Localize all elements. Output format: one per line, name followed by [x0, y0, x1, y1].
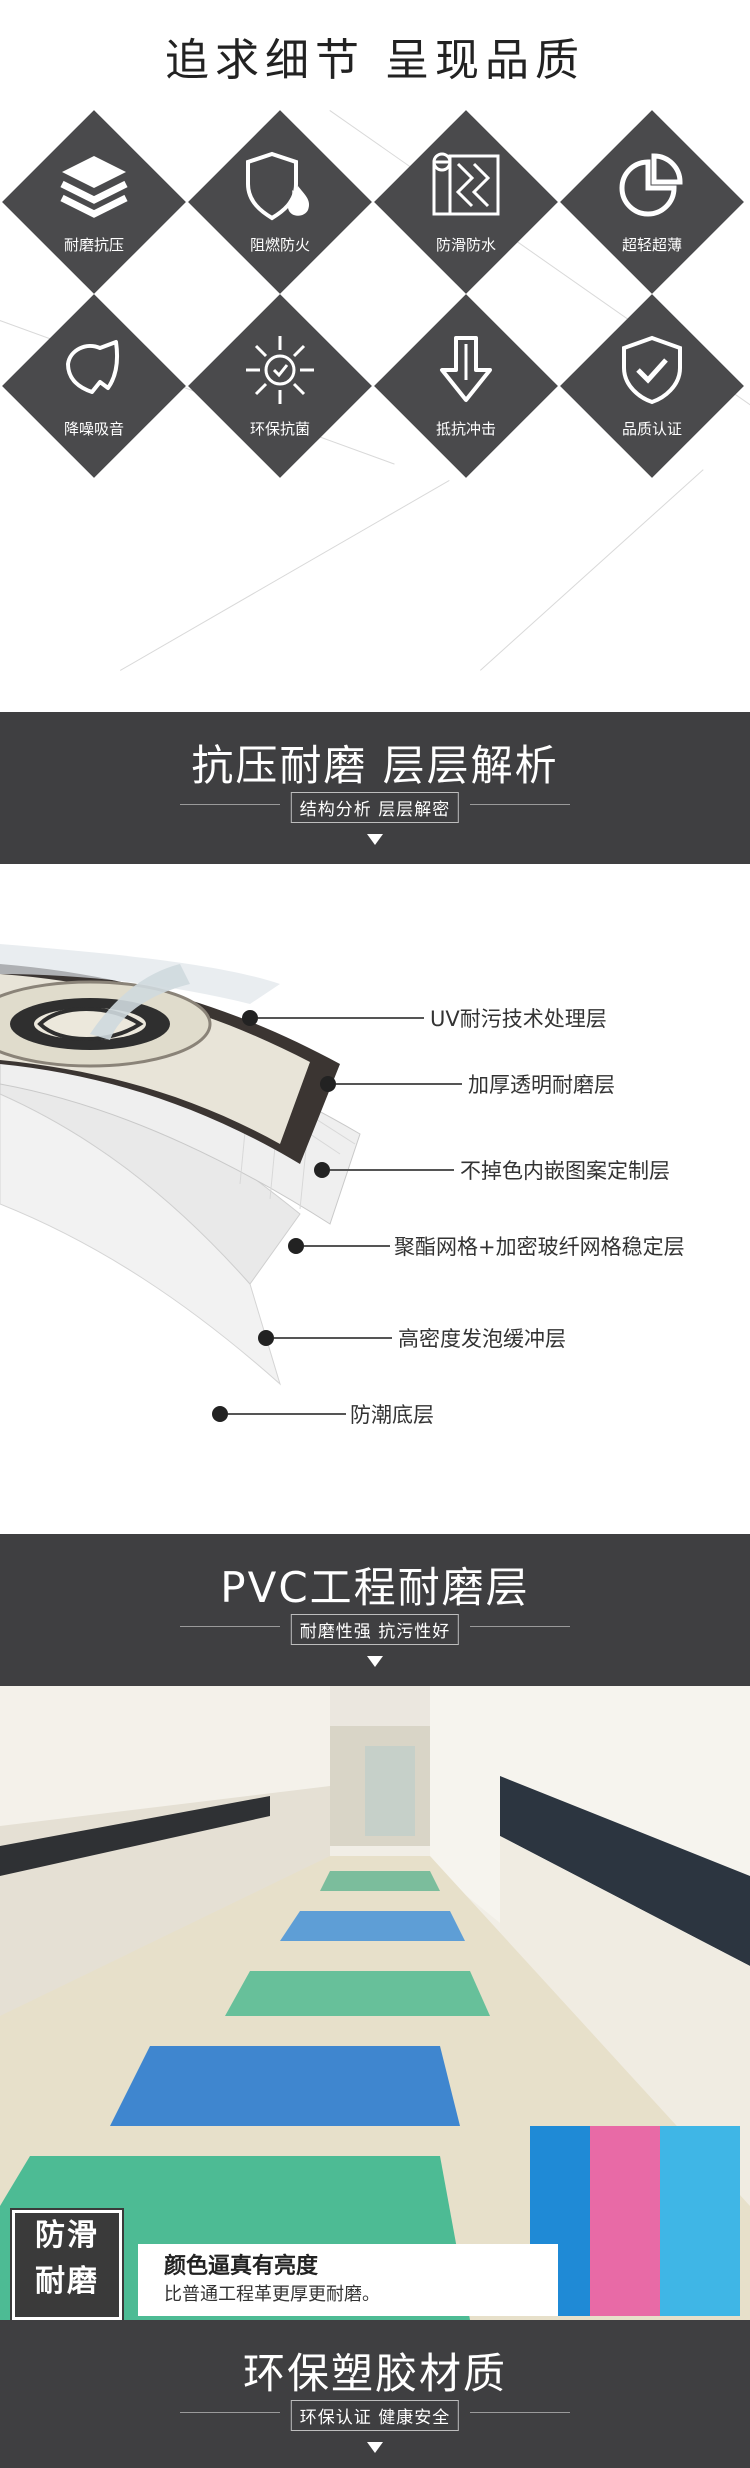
feature-ultra-thin: 超轻超薄 — [560, 110, 744, 294]
feature-badge: 防滑 耐磨 — [12, 2210, 122, 2320]
feature-grid: 耐磨抗压 阻燃防火 防滑防水 — [0, 110, 750, 710]
layer-marker — [314, 1162, 330, 1178]
section-banner-eco: 环保塑胶材质 环保认证 健康安全 — [0, 2320, 750, 2468]
section-title: 抗压耐磨 层层解析 — [191, 741, 559, 790]
layer-label: UV耐污技术处理层 — [430, 1007, 607, 1031]
feature-antibacterial: 环保抗菌 — [188, 294, 372, 478]
section-subtitle: 环保认证 健康安全 — [290, 2400, 460, 2431]
divider — [470, 2412, 570, 2413]
decor-line — [120, 480, 450, 671]
layer-label: 加厚透明耐磨层 — [468, 1073, 615, 1097]
down-arrow-icon — [367, 2442, 383, 2453]
layer-marker — [212, 1406, 228, 1422]
sound-icon — [66, 340, 119, 394]
photo-caption: 颜色逼真有亮度 比普通工程革更厚更耐磨。 — [138, 2244, 558, 2316]
section-subtitle: 耐磨性强 抗污性好 — [290, 1614, 460, 1645]
layer-label: 高密度发泡缓冲层 — [398, 1327, 566, 1351]
layer-label: 防潮底层 — [350, 1403, 434, 1427]
section-banner-structure: 抗压耐磨 层层解析 结构分析 层层解密 — [0, 712, 750, 864]
badge-line: 耐磨 — [35, 2264, 99, 2299]
decor-line — [480, 469, 704, 671]
arrow-down-icon — [440, 336, 492, 402]
divider — [180, 2412, 280, 2413]
leader-line — [258, 1017, 424, 1019]
section-title: 环保塑胶材质 — [242, 2349, 507, 2398]
caption-title: 颜色逼真有亮度 — [164, 2254, 319, 2279]
down-arrow-icon — [367, 834, 383, 845]
roll-icon — [432, 152, 500, 216]
feature-label: 超轻超薄 — [621, 236, 682, 254]
feature-label: 环保抗菌 — [249, 420, 310, 438]
leader-line — [330, 1169, 454, 1171]
layers-icon — [60, 156, 128, 218]
section-title: PVC工程耐磨层 — [220, 1563, 530, 1612]
layer-marker — [242, 1010, 258, 1026]
layer-label: 聚酯网格+加密玻纤网格稳定层 — [394, 1235, 685, 1259]
feature-label: 抵抗冲击 — [435, 420, 496, 438]
shield-flame-icon — [246, 151, 310, 221]
eco-sun-icon — [246, 336, 314, 404]
layer-diagram: UV耐污技术处理层 加厚透明耐磨层 不掉色内嵌图案定制层 聚酯网格+加密玻纤网格… — [0, 864, 750, 1534]
feature-impact-resistant: 抵抗冲击 — [374, 294, 558, 478]
divider — [470, 804, 570, 805]
pie-chart-icon — [619, 153, 683, 217]
feature-label: 耐磨抗压 — [63, 236, 124, 254]
down-arrow-icon — [367, 1656, 383, 1667]
section-subtitle: 结构分析 层层解密 — [290, 792, 460, 823]
feature-wear-resistant: 耐磨抗压 — [2, 110, 186, 294]
feature-label: 降噪吸音 — [63, 420, 124, 438]
layer-marker — [320, 1076, 336, 1092]
floor-layers-illustration — [0, 944, 361, 1386]
feature-label: 阻燃防火 — [249, 236, 310, 254]
leader-line — [274, 1337, 392, 1339]
leader-line — [336, 1083, 462, 1085]
feature-flame-retardant: 阻燃防火 — [188, 110, 372, 294]
divider — [180, 1626, 280, 1627]
section-banner-pvc: PVC工程耐磨层 耐磨性强 抗污性好 — [0, 1534, 750, 1686]
divider — [470, 1626, 570, 1627]
badge-line: 防滑 — [35, 2218, 99, 2253]
feature-label: 品质认证 — [621, 420, 682, 438]
feature-anti-slip: 防滑防水 — [374, 110, 558, 294]
layer-marker — [288, 1238, 304, 1254]
corridor-floor-photo: 防滑 耐磨 颜色逼真有亮度 比普通工程革更厚更耐磨。 — [0, 1686, 750, 2320]
leader-line — [228, 1413, 346, 1415]
feature-quality-certified: 品质认证 — [560, 294, 744, 478]
feature-label: 防滑防水 — [435, 236, 496, 254]
layer-label: 不掉色内嵌图案定制层 — [460, 1159, 670, 1183]
feature-sound-absorbing: 降噪吸音 — [2, 294, 186, 478]
caption-text: 比普通工程革更厚更耐磨。 — [164, 2284, 380, 2305]
divider — [180, 804, 280, 805]
leader-line — [304, 1245, 390, 1247]
shield-check-icon — [622, 335, 682, 405]
layer-marker — [258, 1330, 274, 1346]
page-title: 追求细节 呈现品质 — [165, 35, 585, 86]
